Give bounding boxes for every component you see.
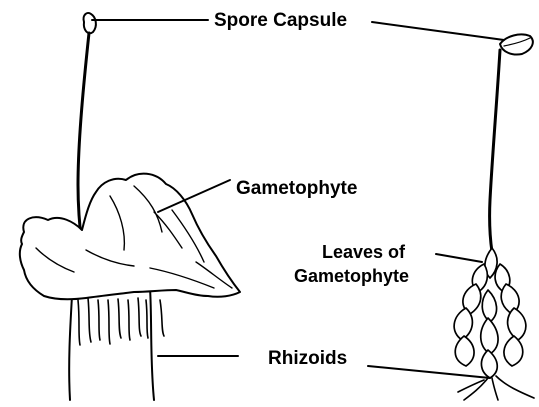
right-rhizoids xyxy=(458,376,534,400)
rhizoid-trunk-left xyxy=(69,296,72,400)
right-spore-capsule xyxy=(500,34,533,54)
left-moss-plant xyxy=(20,13,240,400)
spore-capsule-leader-right xyxy=(372,22,504,40)
leaves-of-gametophyte-label-line2: Gametophyte xyxy=(294,266,409,286)
leaves-of-gametophyte-label-line1: Leaves of xyxy=(322,242,406,262)
rhizoid-trunk xyxy=(150,288,154,400)
right-seta xyxy=(490,50,500,252)
rhizoids-label: Rhizoids xyxy=(268,348,347,369)
leaves-leader xyxy=(436,254,482,262)
left-spore-capsule xyxy=(84,13,96,33)
gametophyte-label: Gametophyte xyxy=(236,178,357,199)
left-gametophyte-body xyxy=(20,174,240,300)
rhizoids-leader-right xyxy=(368,366,490,378)
right-moss-plant xyxy=(454,34,534,400)
leafy-shoot xyxy=(454,248,526,378)
spore-capsule-label: Spore Capsule xyxy=(214,10,347,31)
